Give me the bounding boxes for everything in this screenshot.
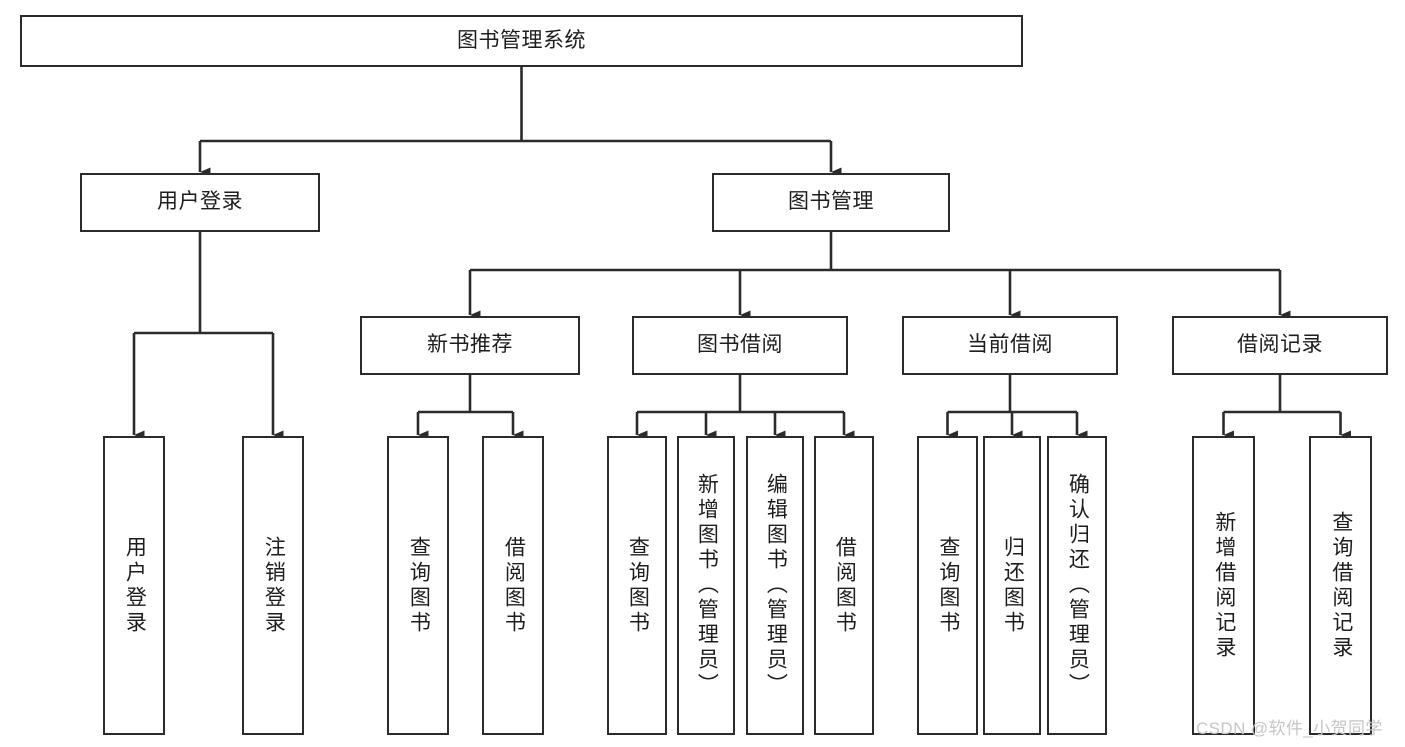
node-leaf-add-borrow-record[interactable]: 新增借阅记录 (1192, 436, 1255, 735)
node-label: 借阅图书 (502, 535, 526, 636)
node-label: 用户登录 (123, 535, 147, 636)
node-current-borrow[interactable]: 当前借阅 (902, 316, 1118, 375)
node-new-book-recommend[interactable]: 新书推荐 (360, 316, 580, 375)
node-label: 图书管理系统 (457, 28, 586, 52)
node-user-login[interactable]: 用户登录 (80, 173, 320, 232)
node-label: 借阅记录 (1237, 333, 1323, 357)
node-label: 图书借阅 (697, 333, 783, 357)
node-leaf-borrow-book-2[interactable]: 借阅图书 (814, 436, 874, 735)
node-label: 确认归还（管理员） (1066, 473, 1090, 698)
node-book-manage[interactable]: 图书管理 (712, 173, 950, 232)
node-leaf-query-book-2[interactable]: 查询图书 (607, 436, 667, 735)
node-borrow-record[interactable]: 借阅记录 (1172, 316, 1388, 375)
node-label: 归还图书 (1001, 535, 1025, 636)
node-book-borrow[interactable]: 图书借阅 (632, 316, 848, 375)
node-leaf-borrow-book-1[interactable]: 借阅图书 (482, 436, 544, 735)
node-leaf-query-borrow-record[interactable]: 查询借阅记录 (1309, 436, 1372, 735)
node-label: 编辑图书（管理员） (764, 473, 788, 698)
node-label: 查询借阅记录 (1329, 510, 1353, 661)
node-root[interactable]: 图书管理系统 (20, 15, 1023, 67)
node-label: 用户登录 (157, 190, 243, 214)
node-leaf-logout-login[interactable]: 注销登录 (242, 436, 304, 735)
node-leaf-confirm-return-admin[interactable]: 确认归还（管理员） (1047, 436, 1107, 735)
node-label: 查询图书 (407, 535, 431, 636)
node-label: 查询图书 (626, 535, 650, 636)
node-label: 查询图书 (936, 535, 960, 636)
node-leaf-query-book-3[interactable]: 查询图书 (917, 436, 978, 735)
node-label: 借阅图书 (833, 535, 857, 636)
node-leaf-return-book[interactable]: 归还图书 (983, 436, 1041, 735)
node-label: 新增借阅记录 (1212, 510, 1236, 661)
node-leaf-query-book-1[interactable]: 查询图书 (387, 436, 449, 735)
node-label: 新增图书（管理员） (695, 473, 719, 698)
node-label: 当前借阅 (967, 333, 1053, 357)
node-leaf-edit-book-admin[interactable]: 编辑图书（管理员） (746, 436, 804, 735)
node-label: 注销登录 (262, 535, 286, 636)
node-label: 新书推荐 (427, 333, 513, 357)
node-leaf-user-login[interactable]: 用户登录 (103, 436, 165, 735)
node-leaf-add-book-admin[interactable]: 新增图书（管理员） (677, 436, 735, 735)
node-label: 图书管理 (788, 190, 874, 214)
